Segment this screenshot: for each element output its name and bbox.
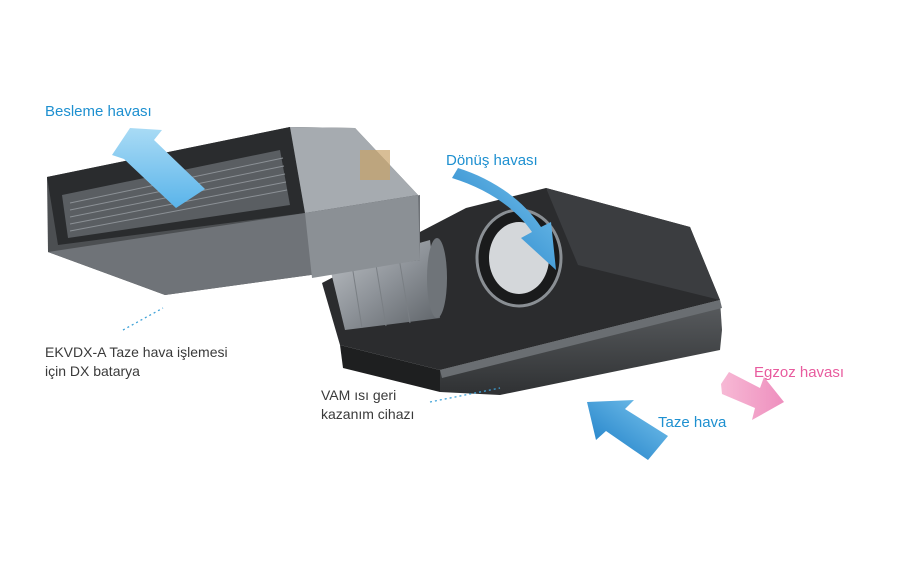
exhaust-air-label: Egzoz havası bbox=[754, 364, 845, 381]
vam-annotation-line2: kazanım cihazı bbox=[321, 406, 415, 422]
fresh-air-arrow bbox=[587, 400, 668, 460]
supply-air-label: Besleme havası bbox=[45, 103, 152, 120]
supply-air-arrow bbox=[112, 128, 205, 208]
fresh-air-label: Taze hava bbox=[658, 414, 727, 431]
ekvdx-annotation-line1: EKVDX-A Taze hava işlemesi bbox=[45, 344, 228, 360]
return-air-label: Dönüş havası bbox=[446, 152, 538, 169]
ekvdx-unit bbox=[47, 127, 420, 295]
vam-leader-line bbox=[429, 387, 501, 403]
return-air-arrow bbox=[452, 168, 556, 270]
ekvdx-annotation-line2: için DX batarya bbox=[45, 363, 140, 379]
exhaust-air-arrow bbox=[721, 372, 784, 420]
ekvdx-leader-line bbox=[122, 307, 164, 331]
vam-annotation-line1: VAM ısı geri bbox=[321, 387, 397, 403]
vam-unit bbox=[322, 188, 722, 395]
